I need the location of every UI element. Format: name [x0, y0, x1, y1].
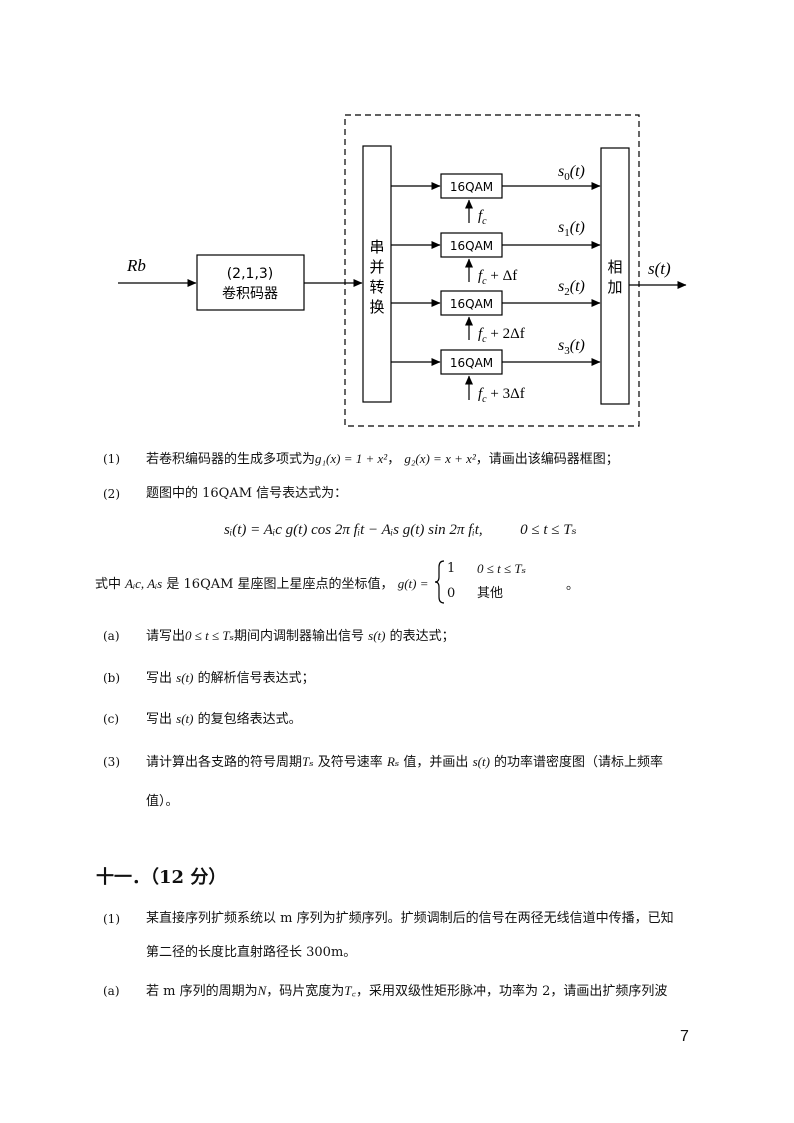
q1-number: (1) — [103, 452, 120, 466]
carrier2-label: fc + 2Δf — [478, 326, 525, 345]
qam-block-0 — [440, 173, 503, 199]
branch3-output-label: s3(t) — [558, 337, 585, 357]
sp-char-1: 串 — [369, 238, 384, 256]
block-diagram: Rb (2,1,3) 卷积码器 串 并 转 换 16QAM s0(t) fc 1… — [118, 114, 687, 427]
input-label: Rb — [126, 256, 146, 275]
carrier0-label: fc — [478, 208, 487, 227]
qam-label-1: 16QAM — [450, 239, 493, 253]
piecewise-case-1: 1 0 ≤ t ≤ Tₛ — [447, 561, 526, 576]
sp-char-4: 换 — [369, 298, 384, 316]
piecewise-brace — [434, 560, 445, 604]
q2-formula-range: 0 ≤ t ≤ Tₛ — [520, 522, 577, 538]
q3-continuation: 值）。 — [146, 794, 179, 809]
sp-char-3: 转 — [369, 278, 384, 296]
carrier1-label: fc + Δf — [478, 268, 517, 287]
adder-char-2: 加 — [607, 278, 622, 296]
adder-char-1: 相 — [607, 258, 622, 276]
section-heading: 十一．（12 分） — [96, 867, 227, 888]
piecewise-case-2: 0 其他 — [447, 586, 504, 601]
dashed-enclosure — [344, 114, 640, 427]
adder-block — [600, 147, 630, 405]
qam-label-3: 16QAM — [450, 356, 493, 370]
carrier3-label: fc + 3Δf — [478, 386, 525, 405]
q2-definition: 式中 Aᵢc, Aᵢs 是 16QAM 星座图上星座点的坐标值， g(t) = — [95, 576, 429, 592]
output-label: s(t) — [648, 259, 671, 278]
branch1-output-label: s1(t) — [558, 219, 585, 239]
q2-number: (2) — [103, 487, 120, 501]
branch2-output-label: s2(t) — [558, 278, 585, 298]
q2-text: 题图中的 16QAM 信号表达式为： — [146, 486, 348, 501]
q1-text: 若卷积编码器的生成多项式为g₁(x) = 1 + x²， g₂(x) = x +… — [146, 451, 619, 467]
sp-converter-block — [362, 145, 392, 403]
qam-label-2: 16QAM — [450, 297, 493, 311]
page-number: 7 — [680, 1028, 689, 1045]
branch0-output-label: s0(t) — [558, 163, 585, 183]
sp-char-2: 并 — [369, 258, 384, 276]
encoder-label-2: 卷积码器 — [222, 286, 278, 302]
p1-line-2: 第二径的长度比直射路径长 300m。 — [146, 945, 357, 960]
q2-formula: sᵢ(t) = Aᵢc g(t) cos 2π fᵢt − Aᵢs g(t) s… — [224, 522, 577, 538]
encoder-label-1: (2,1,3) — [227, 266, 274, 282]
qam-label-0: 16QAM — [450, 180, 493, 194]
piecewise-end: 。 — [566, 578, 580, 593]
